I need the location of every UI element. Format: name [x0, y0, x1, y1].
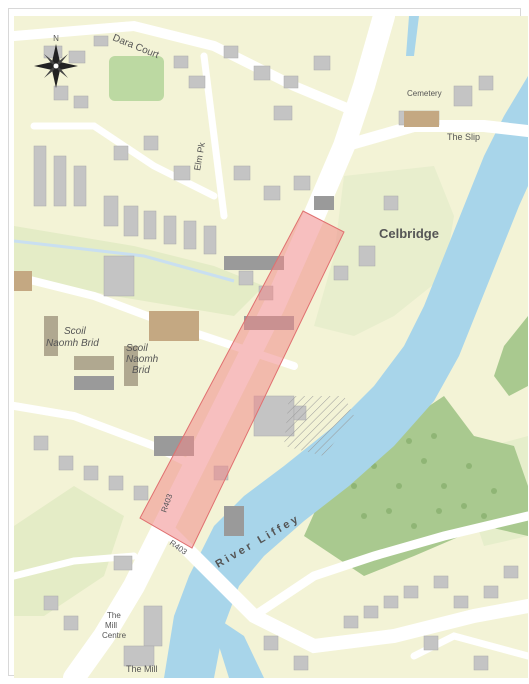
label-scoil-1a: Scoil: [64, 326, 86, 337]
label-mill-3: Centre: [102, 631, 127, 640]
label-celbridge: Celbridge: [379, 226, 439, 241]
label-the-mill: The Mill: [126, 664, 158, 674]
label-elm-pk: Elm Pk: [192, 141, 207, 171]
label-mill-1: The: [107, 611, 121, 620]
label-scoil-2c: Brid: [132, 365, 150, 376]
label-scoil-2a: Scoil: [126, 343, 148, 354]
field-southwest: [14, 486, 124, 616]
label-scoil-2b: Naomh: [126, 354, 159, 365]
map-viewport[interactable]: N Dara Court Elm Pk Cemetery The Slip Ce…: [14, 16, 528, 678]
canal-line: [14, 239, 235, 283]
field-celbridge: [314, 166, 454, 336]
tree-symbols: [351, 433, 497, 529]
label-the-slip: The Slip: [447, 132, 480, 142]
stream-north: [406, 16, 419, 56]
school-buildings: [44, 316, 138, 386]
map-canvas[interactable]: N Dara Court Elm Pk Cemetery The Slip Ce…: [14, 16, 528, 678]
label-scoil-1b: Naomh Brid: [46, 338, 99, 349]
compass-rose-icon: N: [34, 34, 78, 88]
forest-east: [494, 316, 528, 396]
mill-race: [214, 616, 264, 678]
park-dara: [109, 56, 164, 101]
label-mill-2: Mill: [105, 621, 117, 630]
building-brown-footprints: [14, 111, 439, 341]
label-cemetery: Cemetery: [407, 89, 442, 98]
highlighted-corridor[interactable]: [139, 210, 345, 549]
river-liffey: [164, 76, 528, 678]
svg-text:N: N: [53, 34, 59, 43]
hatched-area: [284, 396, 354, 456]
